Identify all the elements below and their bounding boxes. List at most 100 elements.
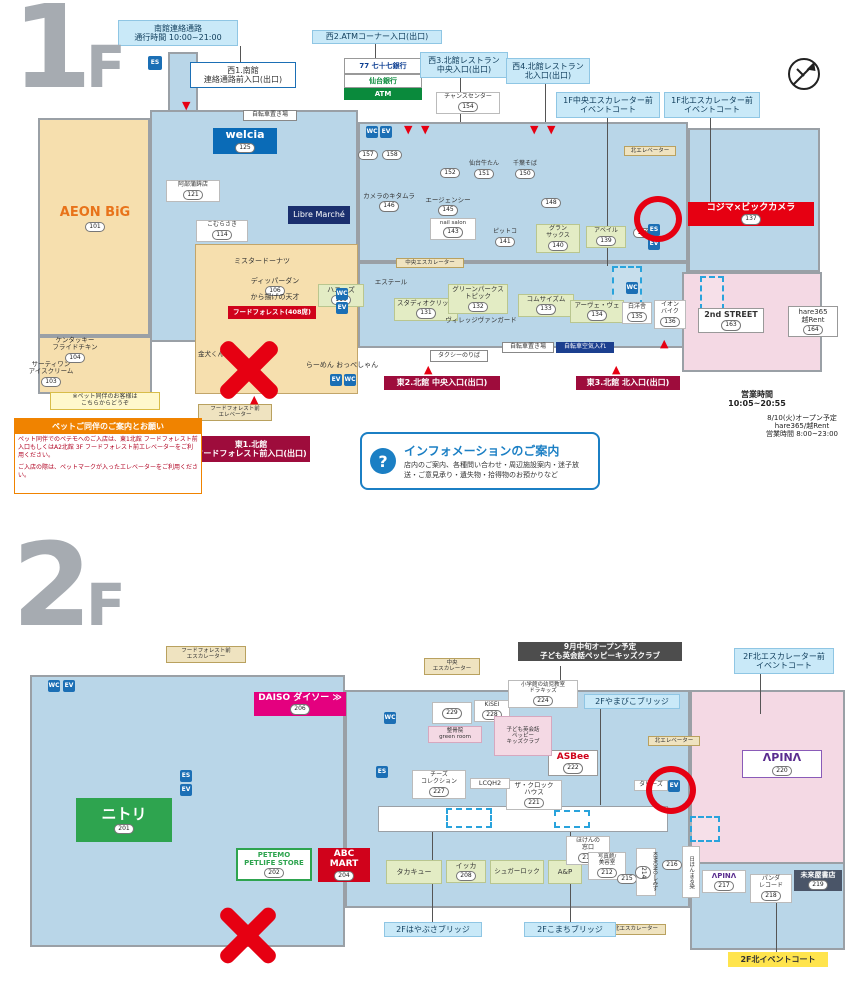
area-north-pink [690,690,845,882]
store-kinken-kun: 金犬くん [198,350,224,358]
store-152: 152 [440,166,460,179]
callout-line [560,666,561,680]
store-taka-q: タカキュー [386,860,442,884]
store-229: 229 [432,702,472,724]
store-148: 148 [540,196,562,209]
store-village-vanguard: ヴィレッジヴァンガード [445,316,517,324]
callout-line [375,44,376,58]
store-libre-marche: Libre Marché [288,206,350,224]
elevator-icon: EV [63,680,75,692]
label-west2: 西2.ATMコーナー入口(出口) [312,30,442,44]
callout-line [545,84,546,122]
bridge-area [446,808,492,828]
label-yamabiko-bridge: 2Fやまびこブリッジ [584,694,680,709]
information-title: インフォメーションのご案内 [404,444,560,459]
callout-line [240,46,241,62]
store-mister-donut: ミスタードーナツ [234,257,290,265]
area-center [358,122,688,262]
area-foodcourt [195,244,358,394]
pet-notice-line1: ペット同伴でのペテモへのご入店は、東1北館 フードフォレスト前入口もしくはA2北… [18,436,198,460]
entrance-arrow: ▼ [404,123,413,136]
label-event-court-north: 2F北イベントコート [728,952,828,967]
area-north [688,128,820,272]
toilet-icon: WC [336,288,348,300]
label-central-escalator-2f: 中央 エスカレーター [424,658,480,675]
toilet-icon: WC [384,712,396,724]
floor1-suffix: F [86,33,126,101]
label-bicycle-pump: 自転車空気入れ [556,342,614,353]
label-ff-escalator: フードフォレスト前 エスカレーター [166,646,246,663]
toilet-icon: WC [366,126,378,138]
entrance-arrow: ▼ [547,123,556,136]
bridge-area [690,816,720,842]
floor2-suffix: F [86,571,126,639]
label-food-forest-seats: フードフォレスト(408席) [228,306,316,319]
label-north-elevator-2f: 北エレベーター [648,736,700,746]
escalator-icon: ES [148,56,162,70]
callout-line [710,118,711,202]
callout-line [600,709,601,805]
label-bicycle-top: 自転車置き場 [243,110,297,121]
label-bicycle-east: 自転車置き場 [502,342,554,353]
label-taxi: タクシーのりば [430,350,488,362]
store-daiso: DAISO ダイソー ≫206 [254,692,346,716]
callout-line [607,118,608,266]
toilet-icon: WC [626,282,638,294]
entrance-arrow: ▼ [421,123,430,136]
store-157: 157 [358,148,378,161]
entrance-arrow: ▼ [182,99,191,112]
store-karaage-tensai: から揚げの天才 [250,293,300,301]
toilet-icon: WC [344,374,356,386]
label-komachi-bridge: 2Fこまちブリッジ [524,922,616,937]
escalator-icon: ES [180,770,192,782]
information-content: インフォメーションのご案内 店内のご案内、各種問い合わせ・周辺施設案内・迷子放送… [404,442,590,479]
callout-line [760,674,761,714]
callout-line [776,900,777,952]
pet-notice-line2: ご入店の際は、ペットマークが入ったエレベーターをご利用ください。 [18,464,199,480]
information-body: 店内のご案内、各種問い合わせ・周辺施設案内・迷子放送・ご意見承り・遺失物・拾得物… [404,461,579,479]
entrance-arrow: ▲ [424,363,433,376]
information-box: ? インフォメーションのご案内 店内のご案内、各種問い合わせ・周辺施設案内・迷子… [360,432,600,490]
store-seikotsuin: 整骨院 green room [428,726,482,743]
event-court-area [700,276,724,310]
label-event-north: 1F北エスカレーター前 イベントコート [664,92,760,118]
store-peppy-kids: 子ども英会話 ペッピー キッズクラブ [494,716,552,756]
elevator-icon: EV [330,374,342,386]
elevator-icon: EV [380,126,392,138]
question-icon: ? [370,448,396,474]
atm-77bank: 77 七十七銀行 [344,58,422,74]
store-158: 158 [382,148,402,161]
